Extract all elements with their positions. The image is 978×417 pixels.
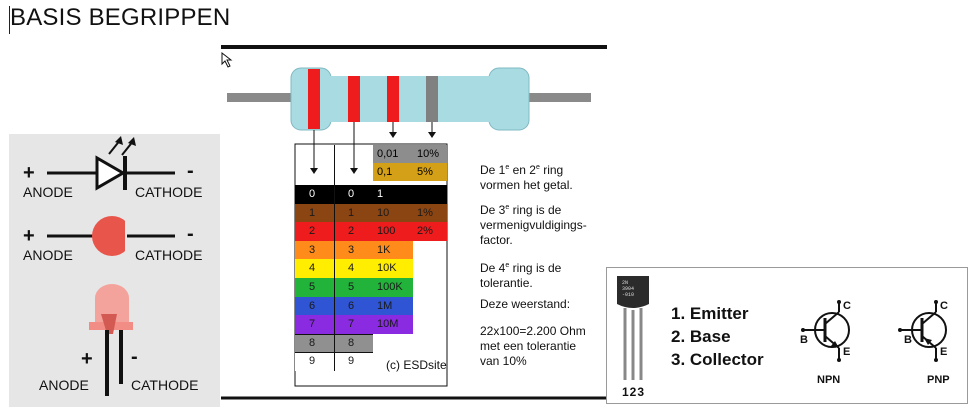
digit2-cell: 3 xyxy=(334,240,373,260)
multiplier-cell: 1K xyxy=(373,240,413,260)
pnp-label: PNP xyxy=(927,374,950,386)
multiplier-cell: 10 xyxy=(373,203,413,223)
resistor-lead-right xyxy=(525,93,591,102)
row2-minus: - xyxy=(187,223,194,245)
pin-numbers: 123 xyxy=(622,385,646,399)
band-2 xyxy=(348,76,360,122)
resistor-drawing xyxy=(221,45,607,400)
diode-triangle xyxy=(95,155,127,191)
row3-minus: - xyxy=(131,346,138,368)
digit1-cell: 5 xyxy=(295,278,334,297)
row2-plus: + xyxy=(23,225,35,247)
package-marking: 2N 3904 -010 xyxy=(622,280,635,298)
digit1-cell: 2 xyxy=(295,222,334,241)
digit2-cell: 7 xyxy=(334,315,373,334)
digit2-cell: 8 xyxy=(334,333,373,353)
pnp-b-label: B xyxy=(904,334,912,346)
row2-anode: ANODE xyxy=(23,247,73,263)
pnp-c-label: C xyxy=(940,300,948,312)
mult-cell-01: 0,1 xyxy=(373,163,413,181)
digit1-cell: 4 xyxy=(295,259,334,278)
text-cursor xyxy=(9,6,10,34)
led-dome-top xyxy=(95,284,129,312)
row3-plus: + xyxy=(81,348,93,370)
band-3 xyxy=(387,76,399,122)
row1-minus: - xyxy=(187,160,194,182)
pin-base: 2. Base xyxy=(671,327,731,346)
digit1-cell: 9 xyxy=(295,352,334,371)
digit2-cell: 1 xyxy=(334,203,373,223)
band-4 xyxy=(426,76,438,122)
led-body-top xyxy=(92,216,132,256)
digit2-cell: 4 xyxy=(334,259,373,278)
tolerance-cell: 1% xyxy=(413,203,447,223)
pin-emitter: 1. Emitter xyxy=(671,304,749,323)
multiplier-cell: 100 xyxy=(373,222,413,241)
tol-cell-10: 10% xyxy=(413,145,447,163)
mult-cell-001: 0,01 xyxy=(373,145,413,163)
multiplier-cell: 10K xyxy=(373,259,413,278)
npn-e-label: E xyxy=(843,346,851,358)
multiplier-cell: 1M xyxy=(373,296,413,316)
pnp-e-label: E xyxy=(940,346,948,358)
npn-b-label: B xyxy=(800,334,808,346)
multiplier-cell: 10M xyxy=(373,315,413,334)
row2-cathode: CATHODE xyxy=(135,247,203,263)
digit1-cell: 6 xyxy=(295,296,334,316)
digit2-cell: 0 xyxy=(334,185,373,204)
note-1: De 1e en 2e ring vormen het getal. xyxy=(480,163,573,192)
mouse-pointer-icon xyxy=(221,51,233,68)
digit2-cell: 5 xyxy=(334,278,373,297)
led-drawing xyxy=(47,136,175,396)
note-3: De 4e ring is de tolerantie. xyxy=(480,261,562,290)
transistor-drawing xyxy=(617,276,947,380)
note-2: De 3e ring is de vermenigvuldigings- fac… xyxy=(480,203,587,247)
npn-c-label: C xyxy=(843,300,851,312)
row1-anode: ANODE xyxy=(23,184,73,200)
npn-label: NPN xyxy=(817,374,841,386)
row3-anode: ANODE xyxy=(39,377,89,393)
led-panel: + - ANODE CATHODE + - ANODE CATHODE + - … xyxy=(9,134,220,407)
digit1-cell: 1 xyxy=(295,203,334,223)
table-divider xyxy=(334,145,335,371)
npn-arrow xyxy=(831,341,839,348)
copyright: (c) ESDsite xyxy=(386,358,447,372)
page-title: BASIS BEGRIPPEN xyxy=(10,4,231,31)
led-die xyxy=(101,314,117,334)
tol-cell-5: 5% xyxy=(413,163,447,181)
resistor-lead-left xyxy=(227,93,291,102)
tolerance-cell-empty xyxy=(413,185,447,204)
band-1 xyxy=(308,69,320,129)
resistor-body xyxy=(321,76,499,122)
digit2-cell: 9 xyxy=(334,352,373,371)
tolerance-cell: 2% xyxy=(413,222,447,241)
light-arrow-2-head xyxy=(128,137,136,146)
row1-plus: + xyxy=(23,162,35,184)
multiplier-cell: 1 xyxy=(373,185,413,204)
row1-cathode: CATHODE xyxy=(135,184,203,200)
light-arrow-1-head xyxy=(115,136,123,145)
note-4: Deze weerstand: xyxy=(480,297,571,311)
pnp-arrow xyxy=(924,338,932,345)
digit2-cell: 2 xyxy=(334,222,373,241)
table-row-divider xyxy=(295,352,373,354)
row3-cathode: CATHODE xyxy=(131,377,199,393)
pin-collector: 3. Collector xyxy=(671,350,764,369)
to92-package xyxy=(617,276,649,308)
digit1-cell: 0 xyxy=(295,185,334,204)
digit2-cell: 6 xyxy=(334,296,373,316)
multiplier-cell: 100K xyxy=(373,278,413,297)
note-5: 22x100=2.200 Ohm met een tolerantie van … xyxy=(480,324,586,368)
digit1-cell: 7 xyxy=(295,315,334,334)
transistor-panel: 2N 3904 -010 123 1. Emitter 2. Base 3. C… xyxy=(606,267,968,404)
digit1-cell: 8 xyxy=(295,333,334,353)
digit1-cell: 3 xyxy=(295,240,334,260)
